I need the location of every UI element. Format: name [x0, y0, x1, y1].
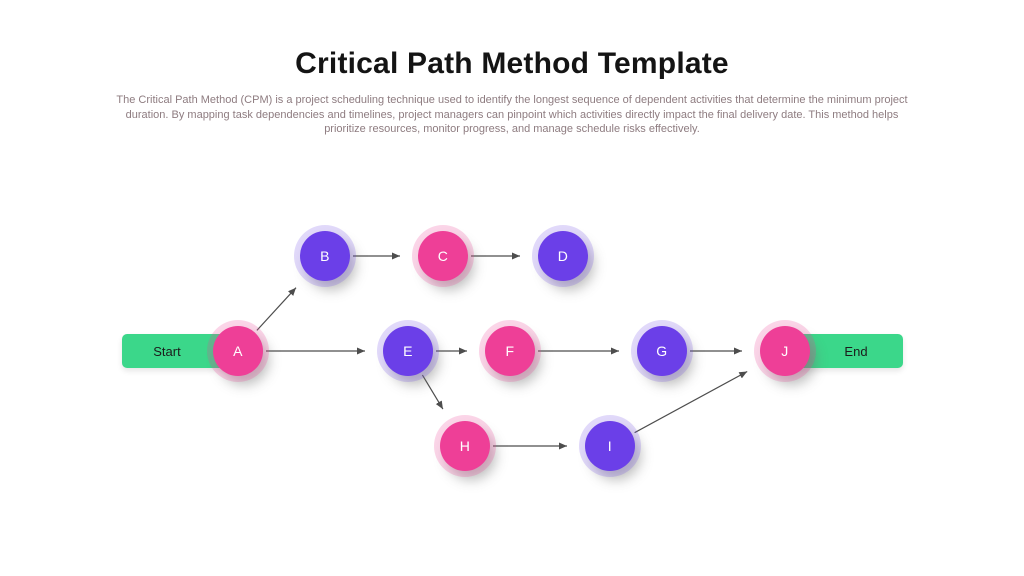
node-j: J: [760, 326, 810, 376]
slide-description: The Critical Path Method (CPM) is a proj…: [116, 94, 908, 136]
node-label: I: [607, 438, 613, 454]
node-label: E: [403, 343, 413, 359]
node-label: G: [656, 343, 668, 359]
node-label: D: [557, 248, 569, 264]
node-c: C: [418, 231, 468, 281]
node-label: H: [459, 438, 471, 454]
edge-I-J: [634, 370, 748, 434]
slide-title: Critical Path Method Template: [295, 47, 729, 80]
node-label: A: [233, 343, 243, 359]
node-label: J: [781, 343, 789, 359]
node-f: F: [485, 326, 535, 376]
node-label: C: [437, 248, 449, 264]
node-g: G: [637, 326, 687, 376]
node-i: I: [585, 421, 635, 471]
node-label: B: [320, 248, 330, 264]
node-label: F: [505, 343, 515, 359]
node-b: B: [300, 231, 350, 281]
start-bar-label: Start: [153, 343, 181, 359]
node-e: E: [383, 326, 433, 376]
node-h: H: [440, 421, 490, 471]
edge-E-H: [421, 374, 444, 410]
node-a: A: [213, 326, 263, 376]
edge-A-B: [256, 287, 297, 331]
node-d: D: [538, 231, 588, 281]
end-bar-label: End: [844, 343, 868, 359]
